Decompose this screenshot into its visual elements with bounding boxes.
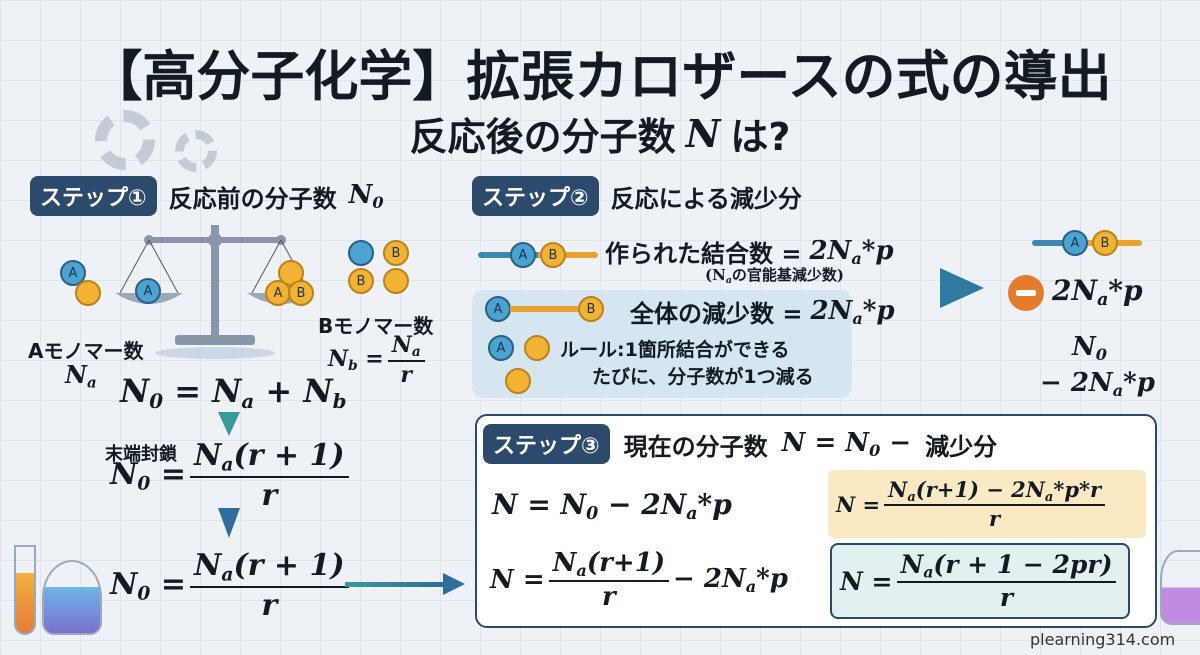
- bonds-eq: 2Na*p: [809, 235, 894, 268]
- step3-title-eq: N = N0 −: [781, 428, 912, 460]
- numerator: Na(r+1): [548, 548, 670, 582]
- denominator: r: [999, 583, 1014, 613]
- arrow-right-icon: [345, 582, 445, 587]
- total-reduction: 全体の減少数 = 2Na*p: [630, 294, 895, 329]
- play-arrow-icon: [940, 268, 984, 308]
- monomer-a-icon: [348, 240, 374, 266]
- a-monomer-var: Na: [65, 360, 97, 392]
- step3-title-end: 減少分: [925, 432, 998, 461]
- fraction: Na(r + 1)r: [189, 438, 349, 513]
- test-tube-icon: [14, 545, 36, 635]
- reduction-amount: 2Na*p: [1052, 274, 1143, 311]
- step2-badge: ステップ②: [472, 176, 599, 216]
- eq-lhs: N0 =: [110, 456, 186, 495]
- monomer-b-icon: [505, 368, 531, 394]
- total-label: 全体の減少数 =: [630, 300, 803, 328]
- flask-icon: [1160, 550, 1200, 625]
- eq-n0-final: N0 = Na(r + 1)r: [110, 548, 353, 623]
- minus-icon: [1008, 275, 1044, 311]
- fraction: Na(r + 1 − 2pr)r: [896, 550, 1117, 613]
- bonds-label: 作られた結合数 =: [605, 240, 802, 268]
- numerator: Na(r+1) − 2Na*p*r: [884, 477, 1106, 507]
- step1-badge: ステップ①: [30, 176, 157, 216]
- step1-title-var: N0: [348, 180, 384, 212]
- eq-lhs: N =: [490, 564, 545, 595]
- watermark: plearning314.com: [1030, 630, 1176, 649]
- end-capping-label: 末端封鎖: [105, 444, 177, 465]
- monomer-a-icon: A: [135, 278, 161, 304]
- monomer-a-icon: A: [485, 296, 511, 322]
- step1-title: 反応前の分子数: [168, 184, 337, 213]
- b-monomer-label: Bモノマー数: [318, 314, 434, 338]
- denominator: r: [989, 506, 1001, 532]
- denominator: r: [400, 362, 412, 389]
- denominator: r: [261, 587, 278, 623]
- numerator: Na(r + 1): [189, 548, 349, 588]
- eq-lhs: N0 =: [110, 566, 186, 605]
- subtitle-text: 反応後の分子数: [409, 115, 676, 159]
- eq-row2: N = Na(r+1)r − 2Na*p: [490, 548, 788, 612]
- bonds-note: (Naの官能基減少数): [705, 266, 844, 286]
- eq-n0-sum: N0 = Na + Nb: [120, 372, 347, 413]
- bonds-formed: 作られた結合数 = 2Na*p: [605, 234, 894, 269]
- numerator: Na(r + 1 − 2pr): [896, 550, 1117, 584]
- monomer-b-icon: B: [1092, 230, 1118, 256]
- page-subtitle: 反応後の分子数 N は?: [0, 106, 1200, 161]
- final-result-box: N = Na(r + 1 − 2pr)r: [830, 543, 1130, 619]
- monomer-b-icon: B: [540, 242, 566, 268]
- polymer-chain-icon: [478, 252, 598, 258]
- subtitle-var: N: [685, 111, 721, 156]
- step2-title: 反応による減少分: [610, 184, 802, 213]
- rule-text-line1: ルール:1箇所結合ができる: [560, 339, 790, 361]
- total-eq: 2Na*p: [810, 295, 895, 328]
- numerator: Na(r + 1): [189, 438, 349, 478]
- gear-icon: [175, 130, 217, 172]
- monomer-b-icon: B: [348, 268, 374, 294]
- monomer-b-icon: [524, 335, 550, 361]
- subtitle-end: は?: [730, 115, 791, 159]
- eq-rest: − 2Na*p: [673, 564, 788, 596]
- eq-row1: N = N0 − 2Na*p: [492, 488, 732, 525]
- flask-icon: [42, 560, 102, 635]
- fraction: Na(r + 1)r: [189, 548, 349, 623]
- numerator: Na: [387, 332, 425, 363]
- arrow-down-icon: [218, 412, 240, 436]
- fraction: Na(r+1)r: [548, 548, 670, 612]
- monomer-a-icon: A: [1062, 230, 1088, 256]
- arrow-right-head-icon: [443, 573, 465, 595]
- result-n0: N0: [1072, 332, 1107, 364]
- result-minus: − 2Na*p: [1040, 368, 1155, 400]
- rule-text-line2: たびに、分子数が1つ減る: [592, 366, 814, 388]
- eq-lhs: N =: [836, 491, 881, 517]
- monomer-b-icon: B: [288, 280, 314, 306]
- page-title: 【高分子化学】拡張カロザースの式の導出: [88, 45, 1112, 108]
- step3-title: 現在の分子数: [623, 432, 768, 461]
- monomer-a-icon: A: [510, 242, 536, 268]
- step1-header: ステップ① 反応前の分子数 N0: [30, 176, 384, 216]
- step3-header: ステップ③ 現在の分子数 N = N0 − 減少分: [483, 424, 997, 464]
- monomer-b-icon: [75, 280, 101, 306]
- a-monomer-label: Aモノマー数: [28, 339, 144, 363]
- monomer-a-icon: A: [488, 335, 514, 361]
- denominator: r: [601, 581, 616, 612]
- monomer-b-icon: B: [383, 240, 409, 266]
- arrow-down-icon: [218, 508, 240, 538]
- step2-header: ステップ② 反応による減少分: [472, 176, 802, 216]
- monomer-b-icon: [383, 268, 409, 294]
- denominator: r: [261, 477, 278, 513]
- b-eq-lhs: Nb =: [328, 346, 384, 375]
- step3-badge: ステップ③: [483, 424, 610, 464]
- monomer-b-icon: B: [578, 296, 604, 322]
- eq-lhs: N =: [840, 566, 893, 596]
- bond-icon: [510, 306, 580, 312]
- eq-n0-capped: N0 = Na(r + 1)r: [110, 438, 353, 513]
